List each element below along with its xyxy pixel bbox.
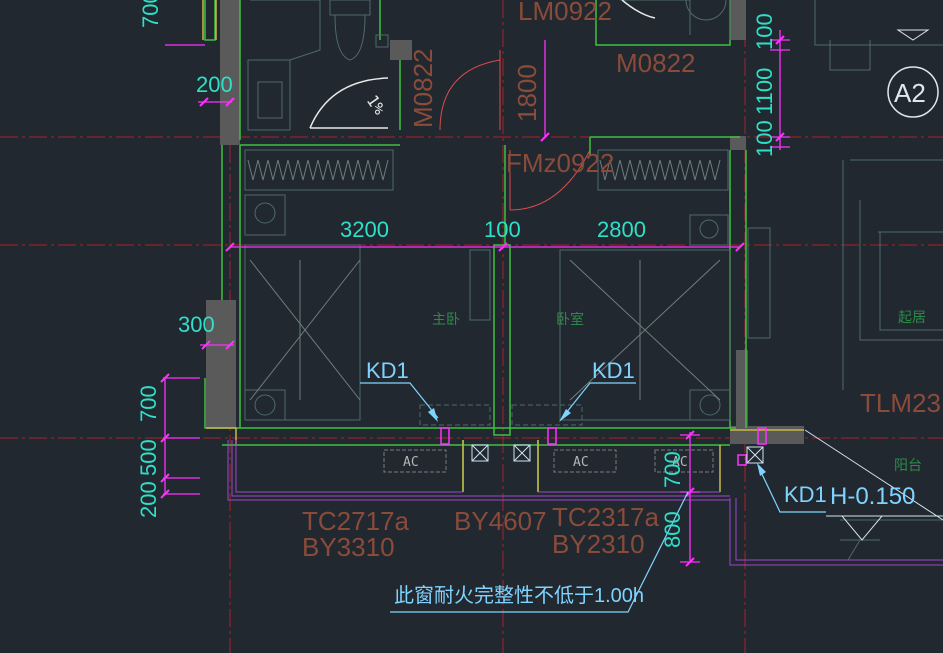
dimension-lines — [163, 30, 790, 563]
label-by3310: BY3310 — [302, 532, 395, 562]
elevation-marker — [804, 429, 943, 541]
label-lm0922: LM0922 — [518, 0, 612, 26]
grid-bubble-label: A2 — [894, 78, 926, 108]
dimension-ticks — [160, 35, 785, 567]
callout-arrowheads — [428, 408, 766, 476]
label-m0822-right: M0822 — [616, 48, 696, 78]
dim-right-100-top: 100 — [752, 13, 777, 50]
dim-room-2800: 2800 — [597, 217, 646, 242]
label-by4607: BY4607 — [454, 506, 547, 536]
label-m0822-left: M0822 — [408, 49, 438, 129]
dim-left-500: 500 — [136, 439, 161, 476]
dim-right-1100: 1100 — [752, 68, 777, 115]
room-bedroom: 卧室 — [556, 311, 584, 327]
dim-right-100-bottom: 100 — [752, 120, 777, 157]
dim-balcony-800: 800 — [660, 511, 685, 548]
label-elevation: H-0.150 — [830, 483, 915, 510]
vent-boxes — [471, 444, 764, 464]
label-fmz0922: FMz0922 — [506, 148, 614, 178]
label-by2310: BY2310 — [552, 529, 645, 559]
callout-leaders — [360, 382, 826, 613]
wall-accents — [202, 0, 804, 492]
callout-kd1-right: KD1 — [784, 482, 827, 507]
label-tc2317a: TC2317a — [552, 502, 659, 532]
dim-wall-100: 100 — [484, 217, 521, 242]
walls — [206, 0, 804, 444]
label-door-1800: 1800 — [512, 64, 542, 122]
dim-left-300: 300 — [178, 312, 215, 337]
balcony-railing — [227, 440, 943, 566]
label-tlm23: TLM23 — [860, 388, 941, 418]
dim-top-left-700: 700 — [138, 0, 163, 28]
room-balcony: 阳台 — [894, 457, 922, 473]
doors — [439, 50, 591, 211]
label-tc2717a: TC2717a — [302, 506, 409, 536]
ac-units — [383, 449, 714, 473]
dim-left-700: 700 — [136, 385, 161, 422]
callout-kd1-left: KD1 — [366, 358, 409, 383]
ac-label-1: AC — [403, 455, 419, 470]
dim-left-200: 200 — [136, 481, 161, 518]
furniture — [244, 0, 943, 561]
kd1-markers — [440, 427, 767, 466]
dim-balcony-700: 700 — [660, 451, 685, 488]
callout-kd1-middle: KD1 — [592, 358, 635, 383]
dim-room-3200: 3200 — [340, 217, 389, 242]
ac-label-2: AC — [573, 455, 589, 470]
door-swings-white — [309, 0, 656, 129]
curtain-patterns — [247, 159, 721, 401]
dim-width-200: 200 — [196, 72, 233, 97]
room-living: 起居 — [898, 309, 926, 325]
room-master-bedroom: 主卧 — [432, 311, 460, 327]
ac-label-3: AC — [672, 455, 688, 470]
fire-rating-note: 此窗耐火完整性不低于1.00h — [394, 584, 644, 607]
grid-bubble — [887, 29, 939, 118]
